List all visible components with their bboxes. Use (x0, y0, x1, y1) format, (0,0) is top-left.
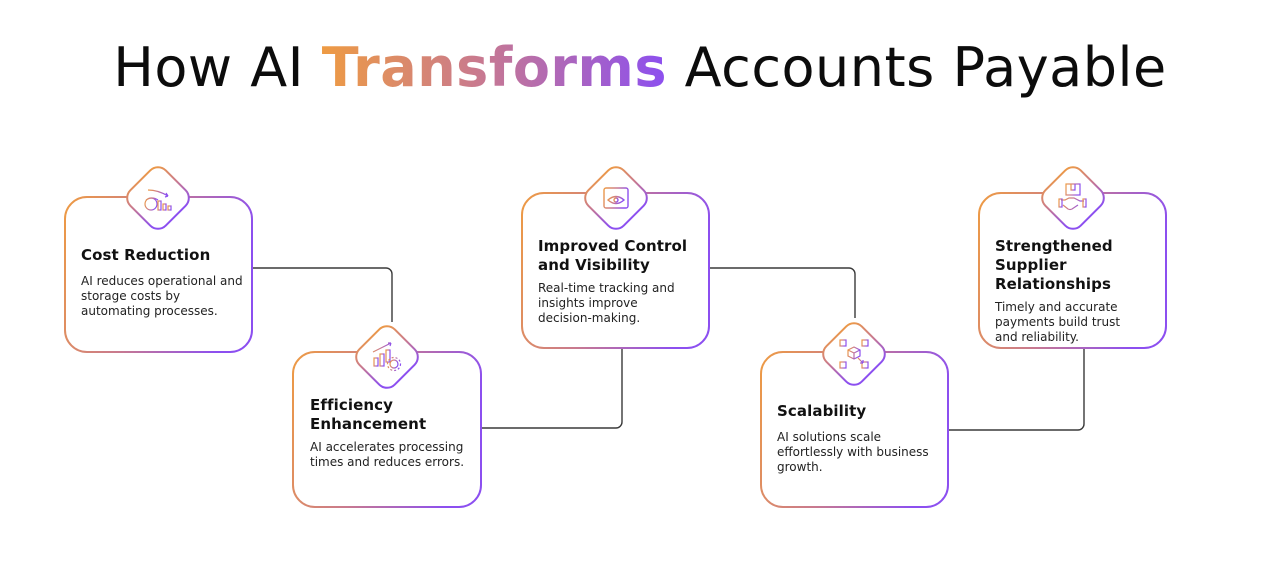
box-handshake-icon (1058, 183, 1087, 211)
step-description: AI accelerates processing times and redu… (310, 440, 465, 469)
title-highlight: Transforms (321, 36, 667, 99)
connector-3-4 (709, 267, 856, 318)
step-1: Cost Reduction AI reduces operational an… (81, 246, 246, 319)
step-title: Cost Reduction (81, 246, 211, 264)
step-2: Efficiency Enhancement AI accelerates pr… (310, 396, 478, 470)
page-title: How AI Transforms Accounts Payable (0, 36, 1280, 99)
step-description: Real-time tracking and insights improve … (538, 281, 675, 325)
step-description: AI reduces operational and storage costs… (81, 274, 243, 318)
title-prefix: How AI (113, 36, 305, 99)
window-eye-icon (603, 187, 629, 209)
step-card-4 (760, 322, 949, 508)
step-card-3 (521, 166, 710, 349)
connector-4-5 (948, 348, 1085, 431)
step-title: Scalability (777, 402, 867, 420)
title-suffix: Accounts Payable (684, 36, 1167, 99)
connector-1-2 (252, 267, 393, 322)
step-title: Strengthened Supplier Relationships (995, 237, 1113, 293)
money-bag-chart-down-icon (144, 189, 172, 211)
chart-gear-icon (372, 342, 402, 372)
step-title: Improved Control and Visibility (538, 237, 688, 274)
cube-expand-icon (839, 339, 869, 369)
step-description: AI solutions scale effortlessly with bus… (777, 430, 929, 474)
step-3: Improved Control and Visibility Real-tim… (538, 237, 706, 326)
connectors (252, 267, 1085, 431)
connector-2-3 (481, 348, 623, 429)
step-title: Efficiency Enhancement (310, 396, 427, 433)
step-card-1 (64, 166, 253, 353)
step-4: Scalability AI solutions scale effortles… (777, 402, 942, 475)
step-card-2 (292, 325, 482, 508)
step-description: Timely and accurate payments build trust… (995, 300, 1121, 344)
step-card-5 (978, 166, 1167, 349)
step-5: Strengthened Supplier Relationships Time… (995, 237, 1165, 345)
